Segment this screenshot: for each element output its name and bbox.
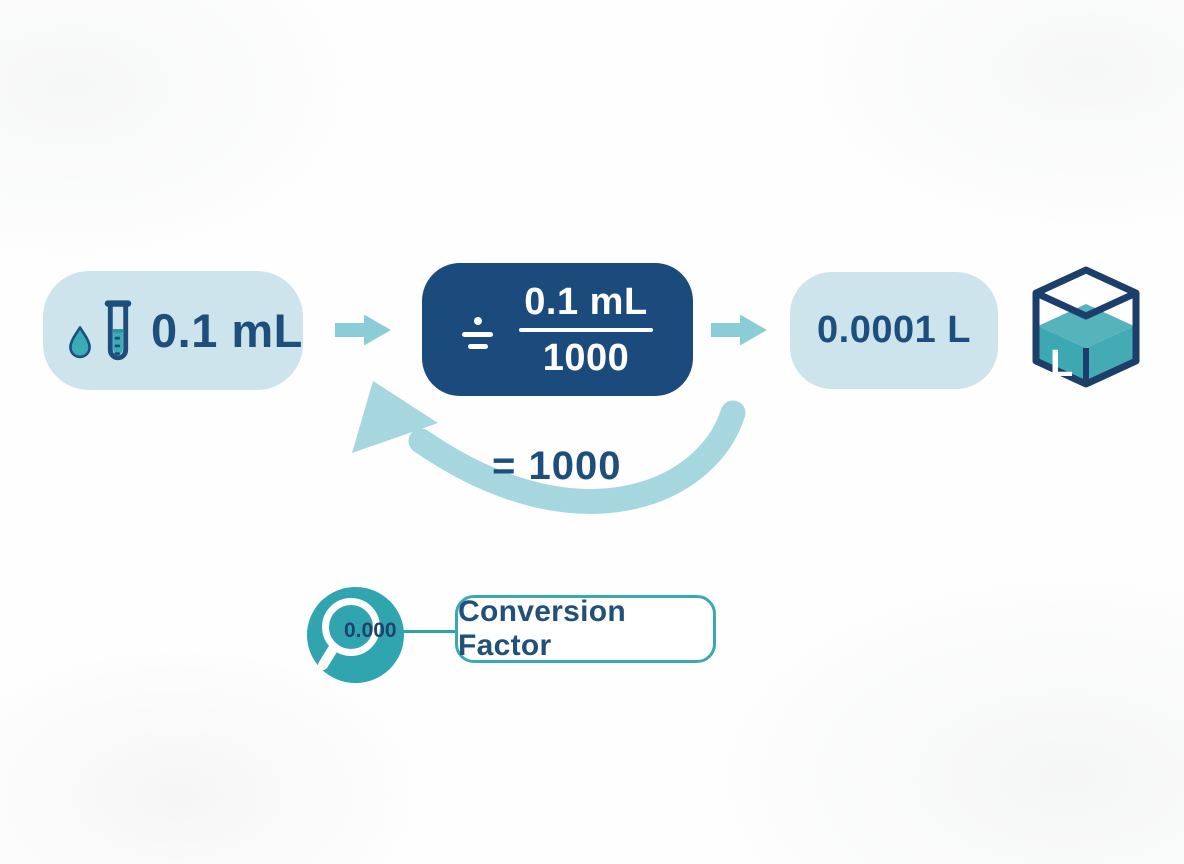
legend-text: Conversion Factor — [458, 595, 627, 662]
input-quantity-card: 0.1 mL — [43, 271, 303, 390]
cube-unit-letter: L — [1050, 343, 1073, 385]
fraction: 0.1 mL 1000 — [519, 283, 653, 377]
fraction-numerator: 0.1 mL — [524, 280, 648, 323]
conversion-factor-equation: = 1000 — [492, 444, 622, 488]
arrow-right-icon — [335, 314, 391, 346]
fraction-bar — [519, 327, 653, 332]
result-value: 0.0001 L — [817, 309, 971, 351]
connector-line — [403, 630, 456, 633]
droplet-icon — [69, 325, 91, 358]
fraction-denominator: 1000 — [542, 336, 630, 379]
input-value: 0.1 mL — [151, 304, 303, 357]
magnifier-badge: 0.000 — [307, 587, 404, 683]
test-tube-icon — [104, 299, 132, 360]
curved-arrow-icon — [352, 381, 746, 514]
arrow-right-icon — [711, 314, 767, 346]
conversion-factor-label: Conversion Factor — [455, 595, 716, 663]
formula-card: 0.1 mL 1000 — [422, 263, 693, 396]
result-card: 0.0001 L — [790, 272, 998, 389]
liter-cube-icon: L — [1032, 266, 1140, 388]
magnifier-value: 0.000 — [344, 619, 397, 642]
magnifier-icon — [322, 598, 380, 656]
division-icon — [462, 316, 493, 349]
